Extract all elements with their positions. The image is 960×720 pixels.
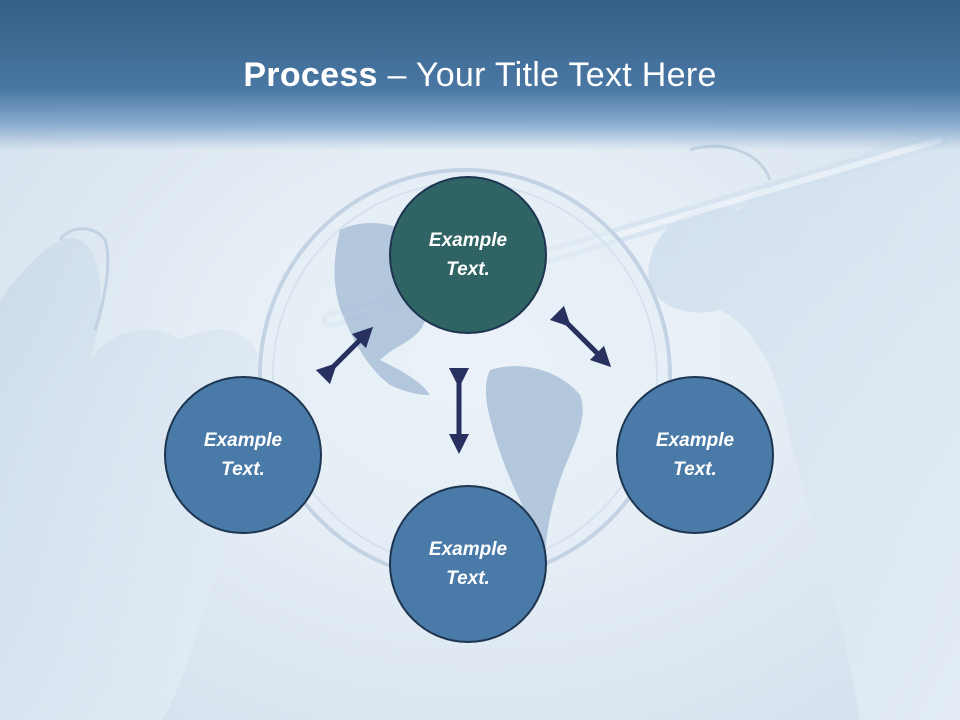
node-left-line2: Text. — [221, 459, 265, 480]
node-top-line1: Example — [428, 230, 508, 251]
node-bottom[interactable]: Example Text. — [389, 485, 547, 643]
slide-title: Process – Your Title Text Here — [0, 54, 960, 96]
node-left[interactable]: Example Text. — [164, 376, 322, 534]
node-top[interactable]: Example Text. — [389, 176, 547, 334]
node-bottom-line1: Example — [428, 539, 508, 560]
title-rest-part: – Your Title Text Here — [377, 56, 717, 94]
node-top-line2: Text. — [446, 259, 490, 280]
node-left-line1: Example — [203, 430, 283, 451]
title-band — [0, 0, 960, 150]
node-right-line2: Text. — [673, 459, 717, 480]
node-right-line1: Example — [655, 430, 735, 451]
node-right[interactable]: Example Text. — [616, 376, 774, 534]
left-hand-shape — [0, 227, 263, 720]
node-bottom-line2: Text. — [446, 568, 490, 589]
title-bold-part: Process — [243, 56, 378, 94]
